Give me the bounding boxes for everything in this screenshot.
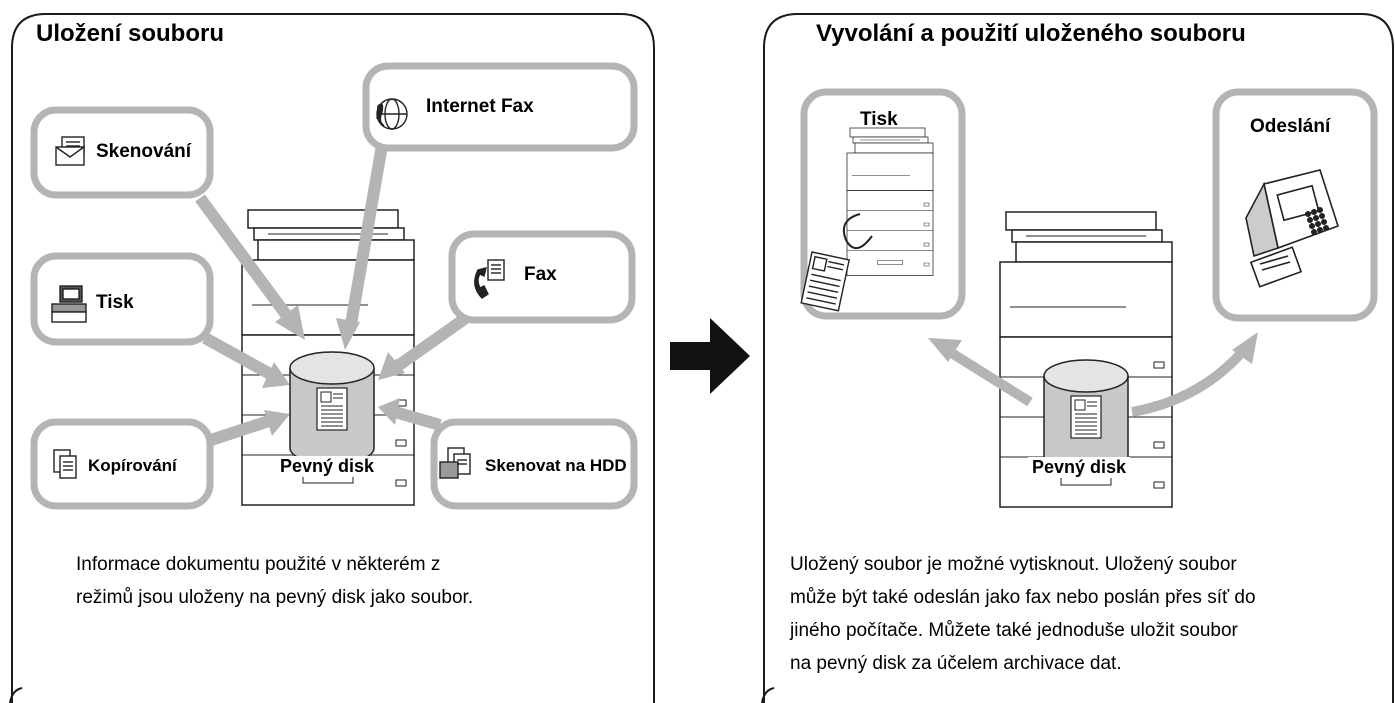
flow-arrows-left [195,126,474,448]
flow-arrows-right [947,346,1248,417]
hard-disk-icon [289,351,375,465]
scan-box [30,106,214,199]
left-description-line: Informace dokumentu použité v některém z [76,554,441,575]
right-panel [761,13,1394,703]
printer-small-icon [846,127,934,276]
right-description-line: jiného počítače. Můžete také jednoduše u… [790,620,1238,641]
fax-machine-icon [1245,169,1339,288]
disk-label-left: Pevný disk [276,456,379,477]
left-description-line: režimů jsou uloženy na pevný disk jako s… [76,587,474,608]
mode-label-internet-fax: Internet Fax [426,96,534,117]
fax-phone-icon [474,259,505,299]
scan-to-hdd-box [430,418,638,510]
arrowheads-left [262,305,405,436]
right-panel-title: Vyvolání a použití uloženého souboru [816,20,1246,47]
print-computer-icon [51,285,87,323]
mode-label-copy: Kopírování [88,456,177,475]
left-panel [9,13,655,703]
left-description: Informace dokumentu použité v některém z… [76,548,473,614]
left-panel-title: Uložení souboru [36,20,224,47]
hard-disk-output-icon [1043,359,1129,473]
flow-arrow-icon [670,318,750,394]
printed-document-icon [800,251,850,312]
copy-documents-icon [53,449,77,479]
send-output-label: Odeslání [1250,116,1331,137]
internet-fax-globe-icon [376,98,408,130]
arrowheads-right [928,332,1258,364]
right-description: Uložený soubor je možné vytisknout. Ulož… [790,548,1256,680]
internet-fax-box [362,62,638,152]
mode-label-print: Tisk [96,292,134,313]
fax-box [448,230,636,324]
mode-label-scan: Skenování [96,141,192,162]
right-description-line: Uložený soubor je možné vytisknout. Ulož… [790,554,1237,575]
mode-label-scan-to-hdd: Skenovat na HDD [485,456,627,475]
copy-box [30,418,214,510]
mode-label-fax: Fax [524,264,557,285]
cable-icon [842,213,873,249]
disk-label-right: Pevný disk [1028,457,1131,478]
right-description-line: na pevný disk za účelem archivace dat. [790,653,1122,674]
scan-to-hdd-icon [439,447,471,479]
print-output-label: Tisk [860,109,898,130]
right-description-line: může být také odeslán jako fax nebo posl… [790,587,1256,608]
scan-envelope-icon [55,136,85,166]
